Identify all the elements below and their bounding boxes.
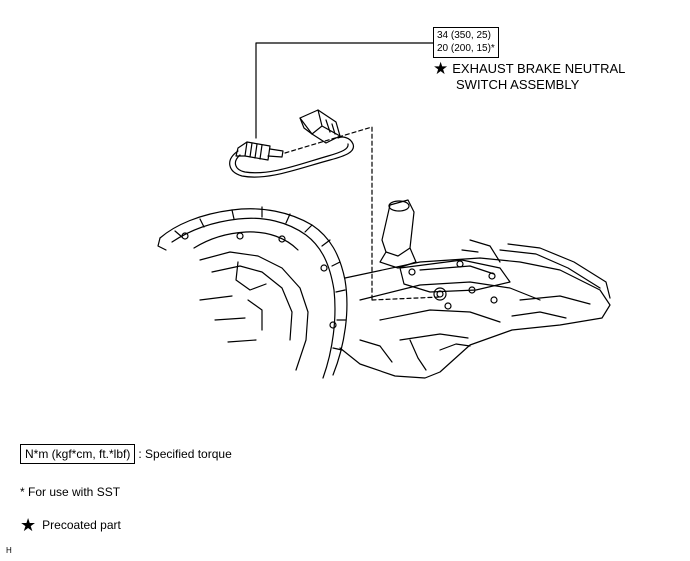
legend-precoated-text: Precoated part — [42, 518, 121, 532]
legend-torque-row: N*m (kgf*cm, ft.*lbf): Specified torque — [20, 444, 232, 464]
bell-housing — [157, 206, 348, 379]
torque-spec-line-1: 34 (350, 25) — [437, 30, 491, 41]
legend-precoated-row: ★ Precoated part — [20, 515, 121, 535]
legend-star-icon: ★ — [20, 515, 37, 535]
part-label-line-1: EXHAUST BRAKE NEUTRAL — [452, 61, 626, 76]
torque-spec-line-2: 20 (200, 15)* — [437, 43, 495, 54]
transmission-case — [339, 199, 611, 379]
precoated-star-icon: ★ — [433, 59, 449, 78]
legend-sst-note: * For use with SST — [20, 485, 121, 499]
leader-line — [255, 42, 434, 139]
torque-spec-box: 34 (350, 25) 20 (200, 15)* — [433, 27, 499, 58]
part-label: ★EXHAUST BRAKE NEUTRAL SWITCH ASSEMBLY — [433, 59, 626, 93]
neutral-switch-assembly — [229, 109, 441, 301]
part-label-line-2: SWITCH ASSEMBLY — [456, 77, 580, 92]
legend-torque-text: : Specified torque — [138, 447, 232, 461]
legend-torque-box: N*m (kgf*cm, ft.*lbf) — [20, 444, 136, 464]
corner-code: H — [6, 546, 12, 555]
